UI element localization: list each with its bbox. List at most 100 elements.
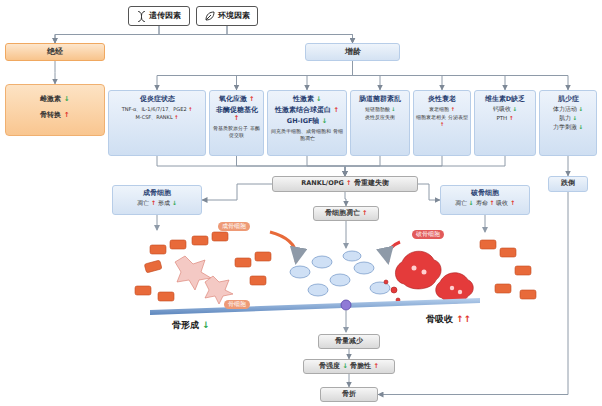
connector [353,61,569,90]
process-label: 骨形成 ↓ [172,320,210,331]
process-box: 骨细胞凋亡 ↑ [313,206,379,221]
process-box: RANKL/OPG ↑ 骨重建失衡 [272,176,418,192]
connector [345,156,505,176]
column-item: 细胞衰老相关 分泌表型 ↑ [416,114,468,127]
connector [55,61,56,84]
leaf-icon [205,11,215,21]
trend-arrow: ↓ [579,106,584,112]
box-text: 绝经 [8,47,102,56]
factor-column: 肠道菌群紊乱短链脂肪酸 ↓炎性反应失衡 [350,90,410,156]
trend-arrow: ↓ [322,117,327,125]
trend-arrow: ↑ [249,95,254,103]
column-item: 肌力 ↓ [542,115,594,122]
column-heading: 性激素 ↓ [270,95,344,103]
column-item: 体力活动 ↓ [542,106,594,113]
column-item: 间充质干细胞、成骨细胞和 骨细胞凋亡 [270,128,344,141]
trend-arrow: ↑ [188,106,192,112]
trend-arrow: ↑ [440,121,444,127]
column-item: 骨基质胶原分子 非酶促交联 [212,125,261,138]
column-heading: 氧化应激 ↑ [212,95,261,103]
column-heading: GH-IGF轴 ↓ [270,117,344,125]
seesaw-bar [150,298,480,315]
trend-arrow: ↑ [464,314,472,324]
column-heading: 炎性衰老 [416,95,468,103]
osteoclasts [384,251,473,303]
box-text: 环境因素 [218,11,250,20]
trend-arrow: ↓ [64,95,70,103]
process-box: 骨强度 ↓ 骨脆性 ↑ [303,359,395,374]
trend-arrow: ↓ [513,106,518,112]
column-item: TNF-α、IL-1/6/7/17、PGE2 ↑ [111,106,203,112]
trend-arrow: ↓ [573,115,578,121]
factor-column: 氧化应激 ↑ 非酶促糖基化 ↑ 骨基质胶原分子 非酶促交联 [209,90,264,156]
connector [202,184,272,200]
box-text: 凋亡 ↑ 形成 ↓ [115,199,199,207]
connector [307,61,353,90]
column-item: 力学刺激 ↓ [542,124,594,131]
factor-column: 性激素 ↓性激素结合球蛋白 ↑GH-IGF轴 ↓间充质干细胞、成骨细胞和 骨细胞… [267,90,347,156]
process-box: 骨量减少 [318,334,380,349]
column-item: 衰老细胞 ↑ [416,106,468,112]
trend-arrow: ↓ [172,199,177,206]
connector [349,349,350,359]
trend-arrow: ↑ [451,106,455,112]
connector [227,26,353,43]
box-text: 跌倒 [551,179,585,187]
connector [157,156,345,176]
process-box: 破骨细胞凋亡 ↓ 寿命 ↑ 吸收 ↑ [440,185,530,215]
connector [307,156,345,176]
trend-arrow: ↑ [373,362,378,370]
osteoblasts [135,232,536,301]
box-text: 雌激素 ↓ [9,95,101,104]
column-item: M-CSF、RANKL ↑ [111,114,203,120]
cell-label: 成骨细胞 [218,222,250,231]
column-item: 钙吸收 ↓ [477,106,533,113]
factor-column: 肌少症体力活动 ↓ 肌力 ↓ 力学刺激 ↓ [539,90,597,156]
box-text: 增龄 [308,47,397,56]
factor-column: 炎性衰老衰老细胞 ↑ 细胞衰老相关 分泌表型 ↑ [413,90,471,156]
connector [378,192,568,395]
column-item: PTH ↑ [477,115,533,122]
box-text: 骨量减少 [322,337,376,345]
factor-column: 促炎症状态TNF-α、IL-1/6/7/17、PGE2 ↑M-CSF、RANKL… [108,90,206,156]
trend-arrow: ↑ [489,199,494,206]
box-text: 成骨细胞 [115,189,199,197]
connector [157,61,353,90]
trend-arrow: ↑ [174,114,178,120]
box-text: 骨转换 ↑ [9,111,101,120]
cell-label: 骨细胞 [224,300,250,309]
box-text: 骨细胞凋亡 ↑ [317,209,375,217]
trend-arrow: ↓ [342,362,347,370]
column-heading: 肌少症 [542,95,594,103]
column-heading: 肠道菌群紊乱 [353,95,407,103]
box-text: RANKL/OPG ↑ 骨重建失衡 [276,179,414,187]
trend-arrow: ↑ [64,111,70,119]
box-text: 骨折 [324,390,374,398]
process-box: 成骨细胞凋亡 ↑ 形成 ↓ [112,185,202,215]
connector [237,156,346,176]
box-text: 破骨细胞 [443,189,527,197]
column-heading: 非酶促糖基化 ↑ [212,106,261,122]
trend-arrow: ↓ [202,320,210,330]
process-box: 绝经 [5,43,105,61]
connector [418,184,440,200]
trend-arrow: ↑ [509,115,514,121]
process-box: 骨折 [320,387,378,402]
connector [345,192,346,206]
process-label: 骨吸收 ↑↑ [426,314,471,325]
trend-arrow: ↓ [579,124,584,130]
trend-arrow: ↑ [456,314,464,324]
dna-icon [137,11,146,22]
trend-arrow: ↑ [333,106,338,114]
trend-arrow: ↑ [151,199,156,206]
trend-arrow: ↑ [346,179,351,187]
osteocytes [290,251,390,296]
process-box: 环境因素 [196,6,258,26]
trend-arrow: ↓ [391,106,395,112]
column-item: 短链脂肪酸 ↓ [353,106,407,112]
trend-arrow: ↓ [469,199,474,206]
osteocytes-pink [175,256,233,304]
process-box: 遗传因素 [128,6,190,26]
factor-column: 维生素D缺乏钙吸收 ↓PTH ↑ [474,90,536,156]
connector [568,156,569,176]
